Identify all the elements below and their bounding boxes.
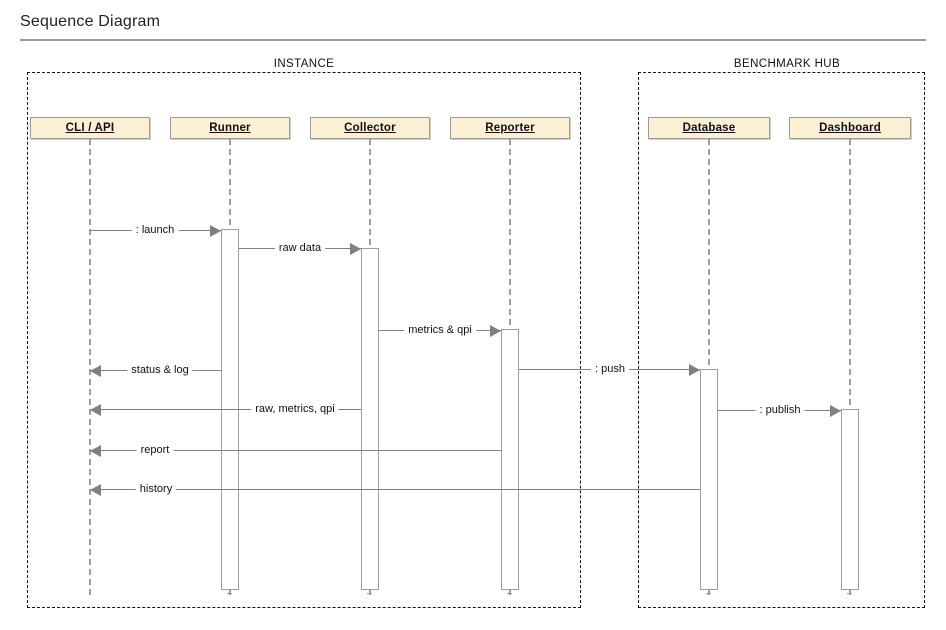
message-metrics-qpi-label: metrics & qpi	[404, 324, 476, 336]
message-push-arrowhead	[689, 364, 700, 376]
message-raw-data-arrowhead	[350, 243, 361, 255]
message-report-line	[90, 450, 501, 451]
actor-reporter-label: Reporter	[485, 122, 535, 134]
message-status-log-arrowhead	[90, 365, 101, 377]
message-raw-metrics-qpi-line	[90, 409, 361, 410]
benchmark-hub-group	[638, 72, 925, 608]
actor-cli-api[interactable]: CLI / API	[30, 117, 150, 139]
benchmark-hub-group-label: BENCHMARK HUB	[733, 58, 841, 70]
title-divider	[20, 39, 926, 41]
activation-dashboard	[841, 409, 859, 590]
message-launch-arrowhead	[210, 225, 221, 237]
actor-runner[interactable]: Runner	[170, 117, 290, 139]
actor-database[interactable]: Database	[648, 117, 770, 139]
actor-collector[interactable]: Collector	[310, 117, 430, 139]
message-raw-metrics-qpi-label: raw, metrics, qpi	[251, 403, 339, 415]
message-history-line	[90, 489, 700, 490]
activation-dashboard-foot	[847, 593, 852, 594]
message-launch-label: : launch	[131, 224, 179, 236]
actor-runner-label: Runner	[209, 122, 251, 134]
instance-group-label: INSTANCE	[273, 58, 335, 70]
actor-database-label: Database	[682, 122, 736, 134]
message-status-log-label: status & log	[127, 364, 193, 376]
message-history-arrowhead	[90, 484, 101, 496]
activation-collector-foot	[367, 593, 372, 594]
message-report-arrowhead	[90, 445, 101, 457]
message-metrics-qpi-arrowhead	[490, 325, 501, 337]
message-publish-arrowhead	[830, 405, 841, 417]
activation-reporter	[501, 329, 519, 590]
message-history-label: history	[135, 483, 177, 495]
activation-runner-foot	[227, 593, 232, 594]
message-raw-data-label: raw data	[274, 242, 326, 254]
message-raw-metrics-qpi-arrowhead	[90, 404, 101, 416]
actor-collector-label: Collector	[344, 122, 396, 134]
instance-group	[27, 72, 581, 608]
activation-reporter-foot	[507, 593, 512, 594]
actor-dashboard[interactable]: Dashboard	[789, 117, 911, 139]
activation-database	[700, 369, 718, 590]
lifeline-dashboard	[849, 139, 851, 595]
activation-collector	[361, 248, 379, 590]
actor-reporter[interactable]: Reporter	[450, 117, 570, 139]
message-report-label: report	[136, 444, 174, 456]
actor-dashboard-label: Dashboard	[819, 122, 881, 134]
lifeline-database	[708, 139, 710, 595]
message-publish-label: : publish	[755, 404, 805, 416]
page-title: Sequence Diagram	[20, 13, 161, 30]
message-push-label: : push	[591, 363, 629, 375]
actor-cli-api-label: CLI / API	[65, 122, 115, 134]
activation-database-foot	[706, 593, 711, 594]
